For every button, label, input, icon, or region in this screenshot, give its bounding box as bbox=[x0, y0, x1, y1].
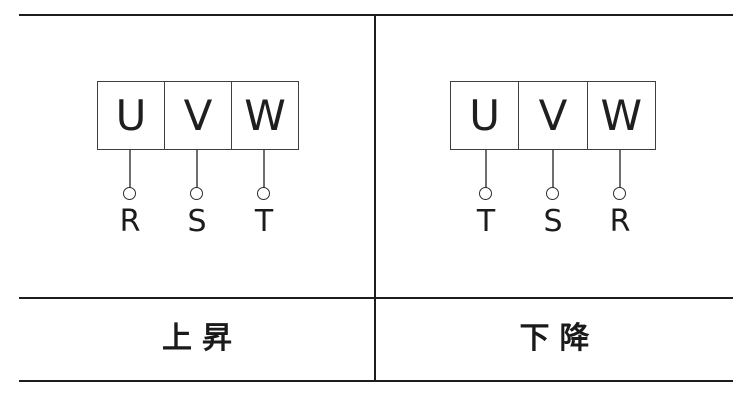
terminal-cell-w: W bbox=[244, 90, 286, 140]
caption-up: 上昇 bbox=[162, 321, 242, 356]
phase-label: R bbox=[609, 204, 631, 239]
bottom-border-line bbox=[19, 380, 733, 382]
phase-label: T bbox=[254, 204, 274, 239]
terminal-circle-icon bbox=[190, 187, 203, 200]
wire-line bbox=[485, 150, 487, 188]
terminal-cell-w: W bbox=[600, 90, 643, 140]
wire-line bbox=[552, 150, 554, 188]
terminal-cell-u: U bbox=[451, 82, 520, 149]
center-divider-line bbox=[374, 14, 376, 382]
terminal-block-up: U V W bbox=[97, 81, 299, 150]
caption-row-divider-line bbox=[19, 297, 733, 299]
terminal-block-down: U V W bbox=[450, 81, 656, 150]
wire-line bbox=[619, 150, 621, 188]
caption-down: 下降 bbox=[519, 321, 600, 356]
phase-label: T bbox=[476, 204, 496, 239]
phase-label: R bbox=[119, 204, 141, 239]
wire-line bbox=[129, 150, 131, 188]
phase-label: S bbox=[187, 204, 207, 239]
terminal-circle-icon bbox=[613, 187, 626, 200]
terminal-cell-v: V bbox=[519, 82, 588, 149]
wire-line bbox=[196, 150, 198, 188]
wire-line bbox=[263, 150, 265, 188]
terminal-circle-icon bbox=[123, 187, 136, 200]
terminal-circle-icon bbox=[257, 187, 270, 200]
terminal-circle-icon bbox=[479, 187, 492, 200]
terminal-circle-icon bbox=[546, 187, 559, 200]
top-border-line bbox=[19, 14, 733, 16]
terminal-cell-u: U bbox=[98, 82, 165, 149]
terminal-cell-v: V bbox=[165, 82, 232, 149]
phase-label: S bbox=[543, 204, 563, 239]
